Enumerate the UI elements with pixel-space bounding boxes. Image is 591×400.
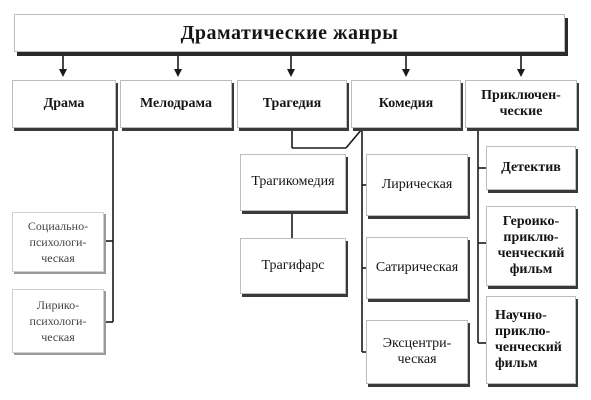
tragedy-subtype-tragicomedy: Трагикомедия: [240, 154, 346, 211]
comedy-subtype-lyric: Лирическая: [366, 154, 468, 216]
category-drama: Драма: [12, 80, 116, 128]
drama-subtype-lyric: Лирико- психологи- ческая: [12, 289, 104, 353]
category-melodrama: Мелодрама: [120, 80, 232, 128]
category-comedy: Комедия: [351, 80, 461, 128]
category-adventure: Приключен- ческие: [465, 80, 577, 128]
drama-subtype-social: Социально- психологи- ческая: [12, 212, 104, 272]
adventure-subtype-heroic: Героико- приклю- ченческий фильм: [486, 206, 576, 286]
adventure-subtype-science: Научно- приклю- ченческий фильм: [486, 296, 576, 384]
diagram-title: Драматические жанры: [14, 14, 565, 52]
adventure-subtype-detective: Детектив: [486, 146, 576, 190]
tragedy-subtype-tragifarce: Трагифарс: [240, 238, 346, 294]
tragedy-connector-diagonal: [345, 128, 363, 149]
comedy-subtype-satiric: Сатирическая: [366, 237, 468, 299]
category-tragedy: Трагедия: [237, 80, 347, 128]
comedy-subtype-eccentric: Эксцентри- ческая: [366, 320, 468, 384]
